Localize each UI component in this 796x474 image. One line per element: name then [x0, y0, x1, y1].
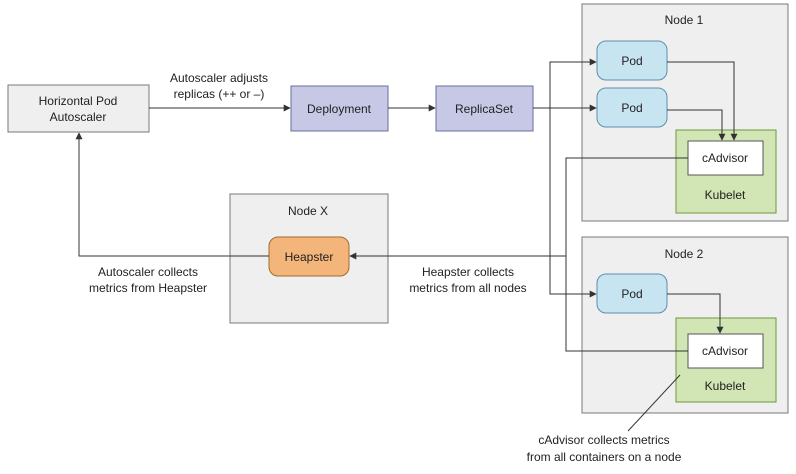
deployment-label: Deployment — [307, 102, 372, 116]
annotation-line: metrics from Heapster — [89, 281, 207, 295]
annotation-cadvisor-collects: cAdvisor collects metrics from all conta… — [527, 433, 682, 464]
node-2-pod: Pod — [596, 273, 668, 314]
kubelet-label: Kubelet — [705, 188, 746, 202]
node-1-pod-bottom: Pod — [596, 87, 668, 128]
node-1-title: Node 1 — [665, 13, 704, 27]
pod-top-to-cadvisor-arrow — [667, 61, 738, 141]
pod-bottom-to-cadvisor-arrow — [667, 109, 726, 141]
pod-label: Pod — [621, 101, 642, 115]
annotation-autoscaler-adjusts: Autoscaler adjusts replicas (++ or –) — [170, 71, 268, 101]
hpa-box — [7, 84, 150, 133]
heapster-label: Heapster — [285, 250, 334, 264]
node-2-kubelet: cAdvisor Kubelet — [675, 317, 777, 403]
cadvisor1-to-heapster-line — [565, 157, 688, 256]
hpa-label-line2: Autoscaler — [50, 110, 107, 124]
node-2-title: Node 2 — [665, 247, 704, 261]
pod-box — [596, 87, 668, 128]
annotation-heapster-collects: Heapster collects metrics from all nodes — [409, 265, 526, 295]
replicaset-to-node2-pod-arrow — [549, 108, 597, 298]
cadvisor-label: cAdvisor — [702, 344, 748, 358]
pod-label: Pod — [621, 54, 642, 68]
pod-box — [596, 40, 668, 81]
cadvisor-callout-line — [627, 374, 681, 432]
annotation-line: metrics from all nodes — [409, 281, 526, 295]
replicaset-to-node1-top-pod-arrow — [533, 58, 597, 109]
pod-label: Pod — [621, 287, 642, 301]
connectors — [75, 58, 738, 432]
hpa-label-line1: Horizontal Pod — [39, 94, 118, 108]
cadvisor-label: cAdvisor — [702, 151, 748, 165]
deployment: Deployment — [290, 85, 389, 132]
annotation-line: replicas (++ or –) — [174, 87, 265, 101]
cadvisor-box — [687, 333, 764, 369]
replicaset-box — [435, 85, 534, 132]
annotation-line: cAdvisor collects metrics — [538, 433, 669, 447]
annotation-line: Autoscaler collects — [98, 265, 198, 279]
cadvisor-box — [687, 140, 764, 176]
annotation-line: Heapster collects — [422, 265, 514, 279]
replicaset-label: ReplicaSet — [455, 102, 514, 116]
annotation-autoscaler-collects: Autoscaler collects metrics from Heapste… — [89, 265, 207, 295]
heapster: Heapster — [268, 236, 350, 277]
heapster-to-hpa-arrow — [75, 132, 269, 257]
node-1-pod-top: Pod — [596, 40, 668, 81]
node-x-title: Node X — [288, 204, 328, 218]
node-1-kubelet: cAdvisor Kubelet — [675, 129, 777, 214]
kubelet-label: Kubelet — [705, 379, 746, 393]
node2-pod-to-cadvisor-arrow — [667, 293, 724, 334]
deployment-box — [290, 85, 389, 132]
replicaset: ReplicaSet — [435, 85, 534, 132]
cadvisor2-to-heapster-line — [565, 256, 688, 352]
annotation-line: Autoscaler adjusts — [170, 71, 268, 85]
annotation-line: from all containers on a node — [527, 450, 682, 464]
horizontal-pod-autoscaler: Horizontal Pod Autoscaler — [7, 84, 150, 133]
